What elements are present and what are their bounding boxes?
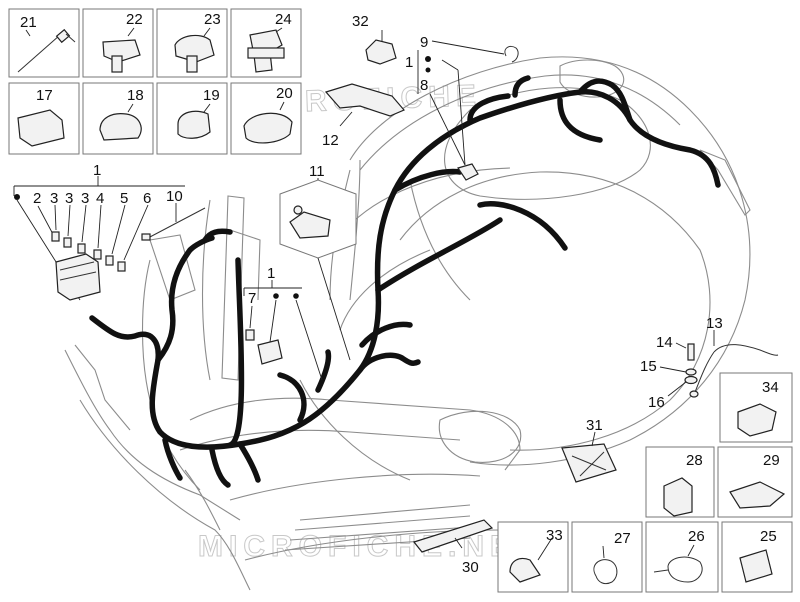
part-box-26 [645,521,719,593]
part-box-34 [719,372,793,443]
callout-15: 15 [640,358,657,375]
callout-26: 26 [688,528,705,545]
callout-1-left: 1 [93,162,101,179]
callout-33: 33 [546,527,563,544]
part-32 [365,30,397,65]
part-box-25 [721,521,793,593]
callout-17: 17 [36,87,53,104]
callout-3b: 3 [65,190,73,207]
callout-20: 20 [276,85,293,102]
part-box-19 [156,82,228,155]
part-box-17 [8,82,80,155]
callout-29: 29 [763,452,780,469]
callout-22: 22 [126,11,143,28]
callout-7: 7 [248,290,256,307]
callout-30: 30 [462,559,479,576]
cable-tie-10 [141,203,206,241]
part-30 [412,519,494,553]
part-31 [561,431,617,483]
callout-3c: 3 [81,190,89,207]
part-box-33 [497,521,569,593]
part-box-22 [82,8,154,78]
parts-14-15-16 [659,342,698,397]
callout-27: 27 [614,530,631,547]
callout-18: 18 [127,87,144,104]
callout-23: 23 [204,11,221,28]
callout-11: 11 [309,163,325,180]
callout-1-top: 1 [405,54,413,71]
part-11-inset [279,178,357,361]
callout-31: 31 [586,417,603,434]
fuses-3-4-5 [51,204,149,272]
callout-1-mid: 1 [267,265,275,282]
callout-6: 6 [143,190,151,207]
callout-13: 13 [706,315,723,332]
part-box-23 [156,8,228,78]
callout-25: 25 [760,528,777,545]
watermark-lower: MICROFICHE.NET [198,530,540,563]
main-wiring-harness [89,75,721,488]
part-box-29 [717,446,793,518]
callout-2: 2 [33,190,41,207]
callout-8: 8 [420,77,428,94]
fuse-box-2 [37,205,101,301]
callout-9: 9 [420,34,428,51]
part-box-27 [571,521,643,593]
callout-14: 14 [656,334,673,351]
part-box-18 [82,82,154,155]
callout-34: 34 [762,379,779,396]
ground-cable-13 [689,330,779,398]
part-box-21 [8,8,80,78]
callout-28: 28 [686,452,703,469]
part-7-group [243,280,323,381]
callout-19: 19 [203,87,220,104]
callout-21: 21 [20,14,37,31]
callout-5: 5 [120,190,128,207]
part-12 [324,83,405,127]
callout-1-top-bracket [417,50,431,94]
part-box-28 [645,446,715,518]
callout-32: 32 [352,13,369,30]
callout-24: 24 [275,11,292,28]
callout-12: 12 [322,132,339,149]
part-box-24 [230,8,302,78]
part-box-20 [230,82,302,155]
part-8-connector [429,59,479,181]
part-9 [431,40,519,63]
leader-lines [25,27,695,561]
callout-labels: 21 22 23 24 17 18 19 20 32 9 1 8 12 1 2 … [20,11,780,576]
callout-3a: 3 [50,190,58,207]
callout-4: 4 [96,190,104,207]
callout-10: 10 [166,188,183,205]
callout-16: 16 [648,394,665,411]
